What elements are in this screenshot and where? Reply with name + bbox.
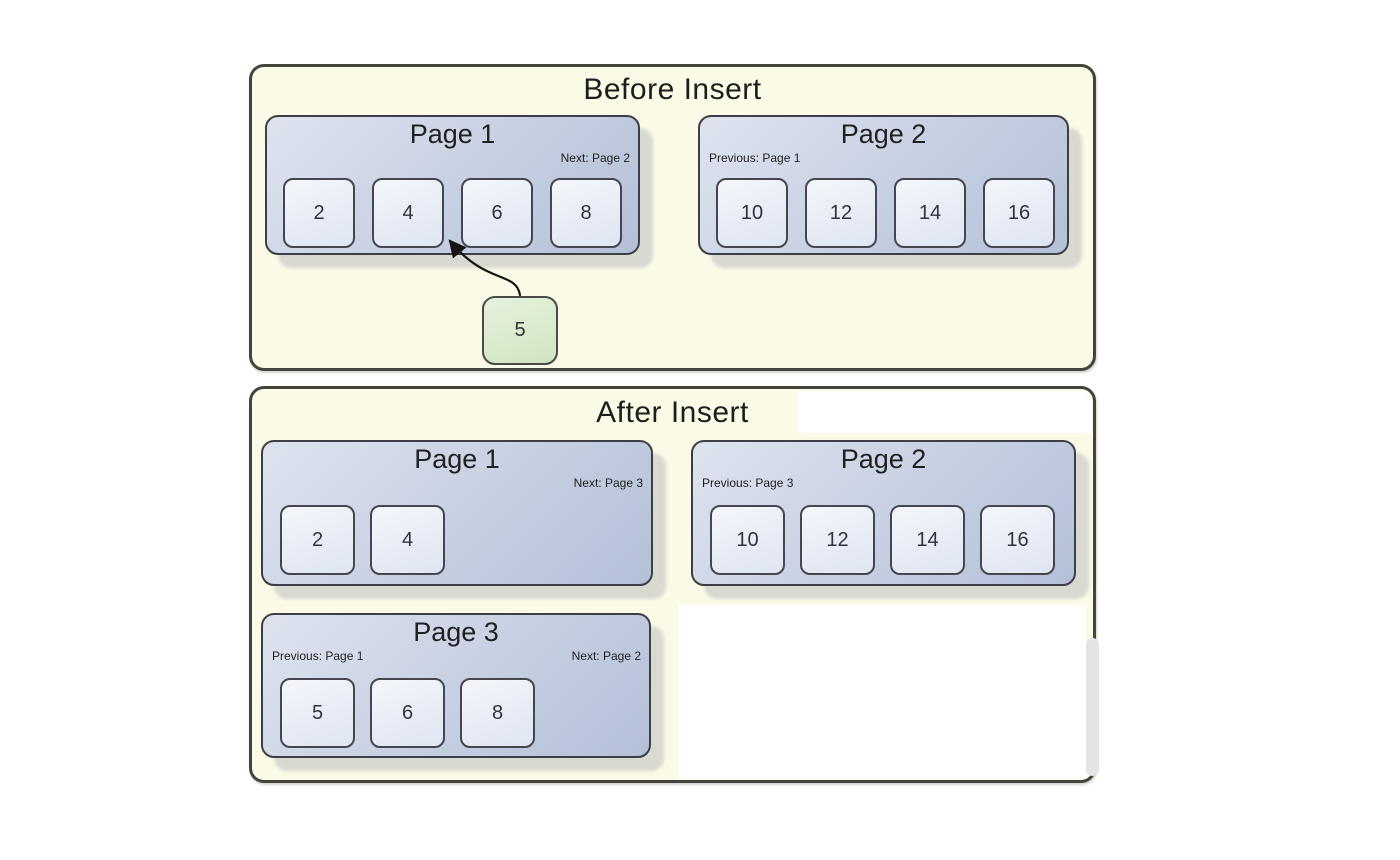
page-cell: 10 [716, 178, 788, 248]
page-cell: 6 [370, 678, 445, 748]
page-cell: 16 [980, 505, 1055, 575]
page-cell: 4 [372, 178, 444, 248]
before-insert-panel: Before Insert Page 1 Next: Page 2 2 4 6 … [249, 64, 1096, 371]
page-cell: 14 [890, 505, 965, 575]
page-cell: 14 [894, 178, 966, 248]
previous-page-label: Previous: Page 1 [709, 151, 801, 165]
page-cell: 12 [805, 178, 877, 248]
page-cell: 10 [710, 505, 785, 575]
before-page-2-box: Page 2 Previous: Page 1 10 12 14 16 [698, 115, 1069, 255]
page-cell: 5 [280, 678, 355, 748]
after-page-3-box: Page 3 Previous: Page 1 Next: Page 2 5 6… [261, 613, 651, 758]
page-cell: 6 [461, 178, 533, 248]
page-cell: 8 [460, 678, 535, 748]
next-page-label: Next: Page 2 [571, 649, 641, 663]
before-panel-title: Before Insert [583, 73, 762, 106]
after-insert-panel: After Insert Page 1 Next: Page 3 2 4 Pag… [249, 386, 1099, 783]
page-cells: 5 6 8 [280, 678, 535, 748]
next-page-label: Next: Page 3 [573, 476, 643, 490]
page-title: Page 1 [414, 444, 500, 474]
page-cells: 10 12 14 16 [710, 505, 1055, 575]
previous-page-label: Previous: Page 3 [702, 476, 794, 490]
page-cell: 8 [550, 178, 622, 248]
after-page-1-box: Page 1 Next: Page 3 2 4 [261, 440, 653, 586]
erased-area-bottom-right [678, 605, 1086, 779]
insert-value-box: 5 [482, 296, 558, 365]
page-cell: 4 [370, 505, 445, 575]
page-cells: 2 4 [280, 505, 445, 575]
page-title: Page 1 [409, 119, 496, 149]
page-cell: 2 [280, 505, 355, 575]
page-title: Page 2 [840, 119, 927, 149]
page-title: Page 3 [413, 617, 499, 647]
after-panel-title: After Insert [596, 396, 749, 429]
erased-area-top-right [798, 391, 1091, 433]
page-cell: 12 [800, 505, 875, 575]
next-page-label: Next: Page 2 [560, 151, 630, 165]
before-page-1-box: Page 1 Next: Page 2 2 4 6 8 [265, 115, 640, 255]
page-cells: 2 4 6 8 [283, 178, 622, 248]
after-page-2-box: Page 2 Previous: Page 3 10 12 14 16 [691, 440, 1076, 586]
page-cell: 16 [983, 178, 1055, 248]
page-cell: 2 [283, 178, 355, 248]
shadow-remnant [1086, 638, 1099, 776]
page-title: Page 2 [840, 444, 927, 474]
page-cells: 10 12 14 16 [716, 178, 1055, 248]
previous-page-label: Previous: Page 1 [272, 649, 364, 663]
